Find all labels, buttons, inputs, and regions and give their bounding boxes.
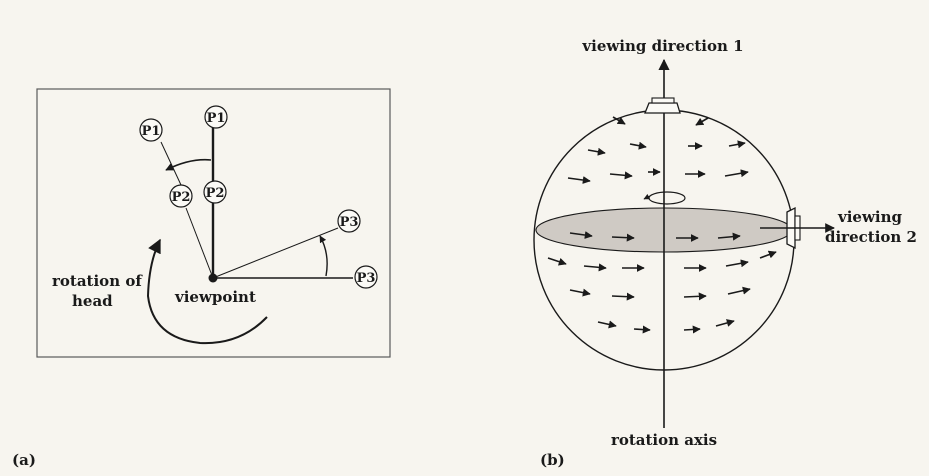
point-p1-top: P1 [204,105,228,129]
p2-top-label: P2 [206,186,225,201]
flow-arrow [611,292,635,301]
rotated-ray-p1 [160,141,182,186]
p3-rotated-label: P3 [340,215,359,230]
rotation-arc-p3 [319,235,328,277]
axis-rotation-arrow [643,193,651,200]
flow-arrow [569,288,591,297]
viewing-direction-2-line2: direction 2 [825,228,917,246]
flow-arrow [759,250,777,259]
flow-arrow [629,141,647,150]
panel-a-caption: (a) [12,451,36,469]
flow-arrow [724,169,749,178]
rotated-ray-p3 [212,227,339,279]
flow-arrow [695,117,709,126]
flow-arrows [547,116,777,334]
flow-arrow [597,320,617,329]
flow-arrow [547,257,567,266]
flow-arrow [727,286,751,295]
point-p3-right: P3 [354,265,378,289]
point-p3-rotated: P3 [337,209,361,233]
head-label: head [72,292,113,310]
point-p1-rotated: P1 [139,118,163,142]
flow-arrow [583,263,607,272]
flow-arrow [728,140,746,149]
point-p2-top: P2 [203,180,227,204]
panel-b: viewing direction 1 viewing direction 2 … [533,37,917,469]
flow-arrow [633,325,651,334]
flow-arrow [725,259,749,268]
flow-arrow [609,171,633,180]
rotation-axis-label: rotation axis [611,431,717,449]
axis-rotation-loop [648,191,686,205]
viewing-direction-1-label: viewing direction 1 [581,37,743,55]
panel-a-frame [36,88,391,358]
flow-arrow [567,176,591,184]
rotated-ray-p2 [185,207,214,279]
flow-arrow [715,319,735,327]
p1-top-label: P1 [207,111,226,126]
viewpoint-dot [208,273,218,283]
rotation-of-label: rotation of [52,272,143,290]
flow-arrow [683,292,707,301]
viewpoint-label: viewpoint [174,288,256,306]
rotation-arc-p1 [165,158,212,171]
flow-arrow [717,232,741,241]
point-p2-rotated: P2 [169,184,193,208]
flow-arrow [683,325,701,334]
p2-rotated-label: P2 [172,190,191,205]
viewing-direction-2-line1: viewing [837,208,902,226]
camera-top-icon [644,97,681,114]
flow-arrow [611,233,635,242]
p3-right-label: P3 [357,271,376,286]
flow-arrow [612,116,626,125]
flow-arrow [587,147,606,156]
panel-b-caption: (b) [540,451,565,469]
p1-rotated-label: P1 [142,124,161,139]
rotation-of-head-arrow [146,238,268,345]
flow-arrow [569,231,593,239]
panel-a: P1 P1 P2 P2 P3 P3 rotation of head viewp… [12,88,391,469]
